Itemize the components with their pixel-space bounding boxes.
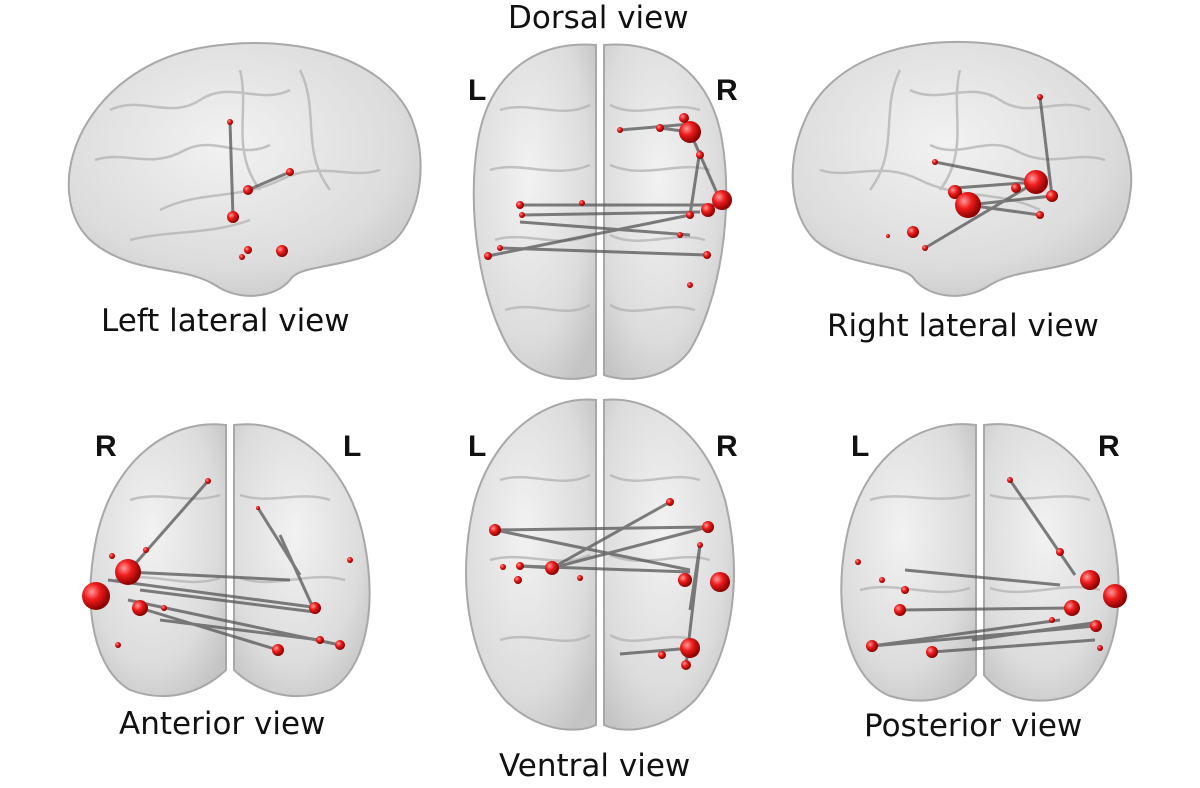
- left-lateral-nodes: [227, 119, 294, 260]
- dorsal-network: [487, 122, 722, 258]
- ventral-brain: [465, 398, 735, 731]
- posterior-view-title: Posterior view: [864, 708, 1083, 744]
- right-lateral-nodes: [886, 94, 1058, 251]
- dorsal-right-marker: R: [716, 74, 738, 107]
- dorsal-view-title: Dorsal view: [508, 0, 689, 36]
- posterior-right-marker: R: [1098, 430, 1120, 463]
- right-lateral-view-title: Right lateral view: [827, 308, 1099, 344]
- right-lateral-network: [924, 96, 1054, 250]
- left-lateral-brain: [67, 42, 422, 297]
- anterior-left-marker: L: [343, 430, 362, 463]
- ventral-nodes: [489, 498, 730, 670]
- ventral-network: [494, 500, 709, 666]
- ventral-view-title: Ventral view: [499, 748, 691, 784]
- anterior-right-marker: R: [95, 430, 117, 463]
- posterior-left-marker: L: [851, 430, 870, 463]
- posterior-nodes: [855, 477, 1127, 658]
- posterior-brain: [840, 423, 1120, 702]
- dorsal-left-marker: L: [468, 74, 487, 107]
- ventral-right-marker: R: [716, 430, 738, 463]
- anterior-brain: [89, 423, 371, 698]
- anterior-nodes: [82, 478, 353, 656]
- ventral-left-marker: L: [468, 430, 487, 463]
- dorsal-nodes: [484, 113, 732, 288]
- right-lateral-brain: [791, 40, 1133, 297]
- posterior-network: [871, 479, 1101, 654]
- left-lateral-network: [228, 121, 291, 218]
- anterior-view-title: Anterior view: [119, 706, 326, 742]
- left-lateral-view-title: Left lateral view: [101, 303, 350, 339]
